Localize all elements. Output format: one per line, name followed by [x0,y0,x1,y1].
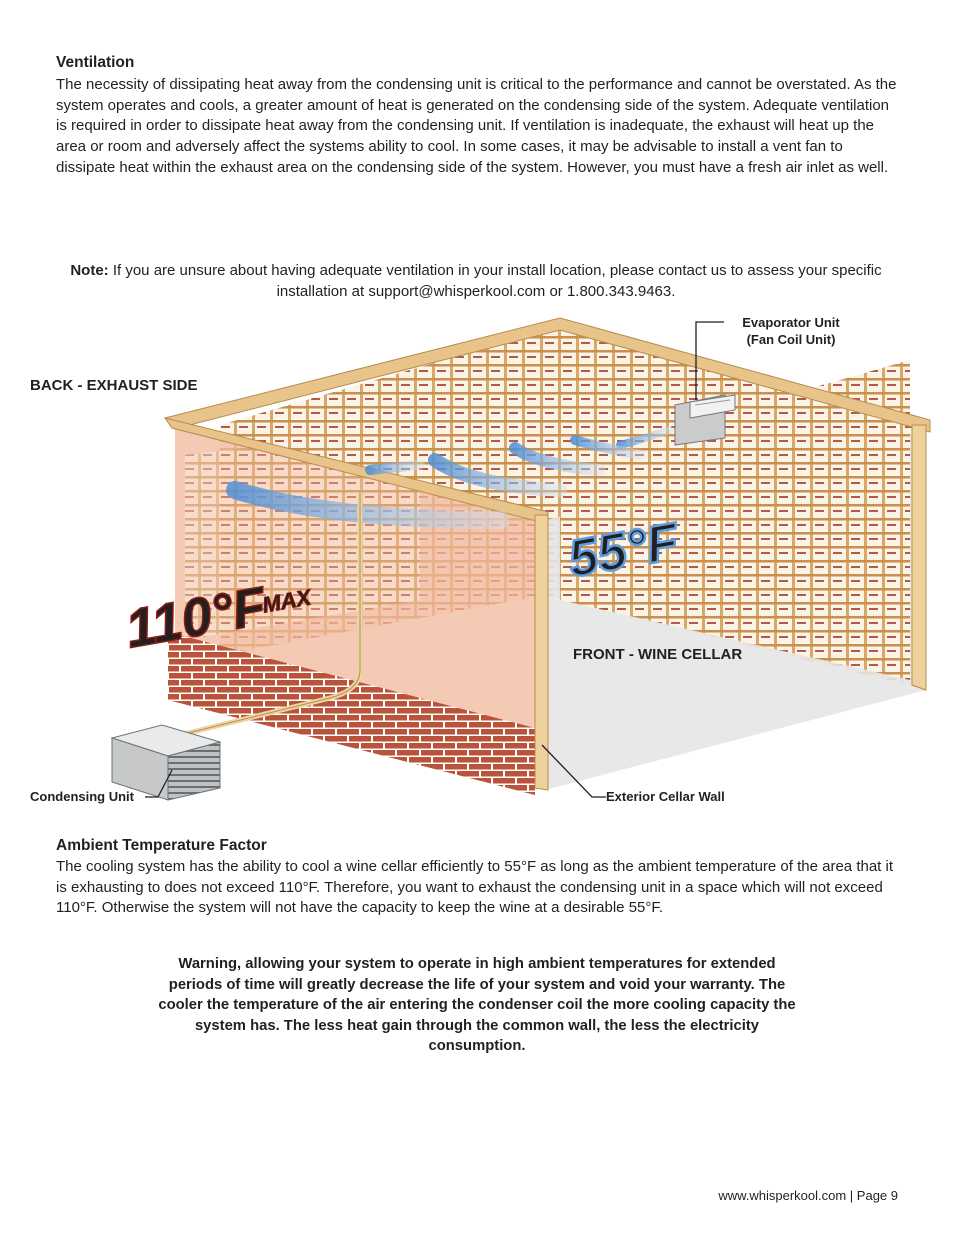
condensing-unit [110,724,222,801]
back-exhaust-label: BACK - EXHAUST SIDE [30,377,198,394]
cellar-ventilation-diagram: 110°F MAX 55°F BACK - EXHAUST SIDE FRONT… [30,315,931,804]
cold-air-flow [226,426,674,529]
evaporator-label-line2: (Fan Coil Unit) [747,332,836,347]
right-post [911,424,927,691]
note-text: If you are unsure about having adequate … [108,262,882,300]
ambient-body: The cooling system has the ability to co… [56,858,894,917]
wall-leader-line [541,744,606,798]
exterior-wall-label: Exterior Cellar Wall [606,789,725,804]
ambient-title: Ambient Temperature Factor [56,837,267,854]
note-label: Note: [70,262,109,279]
warning-text: Warning, allowing your system to operate… [158,956,796,1055]
page-footer: www.whisperkool.com | Page 9 [718,1188,898,1203]
refrigerant-line-outline [179,492,361,736]
evaporator-leader-line [695,321,724,400]
corner-post [534,514,549,791]
ventilation-title: Ventilation [56,54,135,71]
front-cellar-label: FRONT - WINE CELLAR [573,646,742,663]
ventilation-note: Note: If you are unsure about having ade… [60,260,892,302]
ventilation-body: The necessity of dissipating heat away f… [56,76,897,176]
evaporator-unit [674,394,736,446]
condensing-leader-line [145,769,173,798]
condensing-unit-label: Condensing Unit [30,789,135,804]
cold-temperature-label: 55°F [564,512,684,589]
brick-base [168,632,535,795]
evaporator-label-line1: Evaporator Unit [742,315,840,330]
